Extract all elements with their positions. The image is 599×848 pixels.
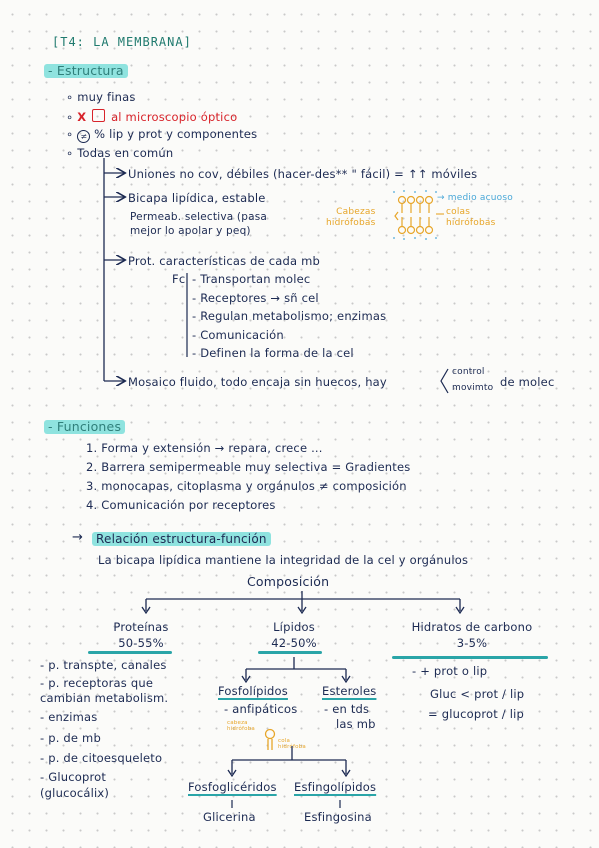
bullet-text: al microscopio óptico <box>111 110 238 124</box>
prot-function-5: - Definen la forma de la cel <box>192 346 354 360</box>
mini-cabeza-label: cabeza hidrófoba <box>227 720 255 732</box>
arrow-item-bicapa: Bicapa lipídica, estable <box>128 191 266 205</box>
hidratos-pct: 3-5% <box>456 636 488 650</box>
bullet-lip-prot: ∘ ≠ % lip y prot y componentes <box>66 127 257 143</box>
prot-function-2: - Receptores → sñ cel <box>192 291 319 305</box>
esfingosina-label: Esfingosina <box>304 810 372 824</box>
fosfolipidos-tree <box>231 746 347 774</box>
mini-cabeza-1: cabeza <box>227 720 248 726</box>
bilayer-label-colas-2: hidrófobas <box>446 218 496 228</box>
arrow-item-prot: Prot. características de cada mb <box>128 254 321 268</box>
bullet-text: muy finas <box>77 90 136 104</box>
fosfogliceridos-label: Fosfoglicéridos <box>188 780 277 794</box>
proteinas-item-4: - enzimas <box>40 710 98 724</box>
lipidos-underline <box>258 651 322 654</box>
proteinas-item-7: - Glucoprot <box>40 770 107 784</box>
bullet-todas-comun: ∘ Todas en común <box>66 146 173 160</box>
proteinas-item-5: - p. de mb <box>40 731 101 745</box>
lipidos-pct: 42-50% <box>271 636 317 650</box>
mosaico-control: control <box>452 367 485 377</box>
microscope-icon <box>92 109 106 122</box>
bilayer-diagram-icon <box>393 190 444 240</box>
phospholipid-mini-icon <box>264 728 276 750</box>
arrow-item-permeab-2: mejor lo apolar y peq) <box>130 225 251 237</box>
proteinas-item-8: (glucocálix) <box>40 786 110 800</box>
page-title: [T4: LA MEMBRANA] <box>52 35 192 49</box>
lipidos-tree <box>245 657 347 680</box>
relacion-arrow: → <box>72 530 84 545</box>
lipidos-name: Lípidos <box>273 620 315 634</box>
mosaico-movimiento: movimto <box>452 383 494 393</box>
bullet-dot: ∘ <box>66 90 74 104</box>
not-equal-circle-icon: ≠ <box>77 130 91 143</box>
proteinas-item-6: - p. de citoesqueleto <box>40 751 163 765</box>
bilayer-label-cabezas-2: hidrófobas <box>326 218 376 228</box>
mosaico-tail: de molec <box>500 375 555 389</box>
funcion-1: 1. Forma y extensión → repara, crece ... <box>86 441 323 455</box>
bullet-dot: ∘ <box>66 127 74 141</box>
prot-function-1: - Transportan molec <box>192 272 311 286</box>
proteinas-item-1: - p. transpte, canales <box>40 658 167 672</box>
proteinas-item-2: - p. receptoras que <box>40 676 154 690</box>
bilayer-label-colas-1: colas <box>446 207 471 217</box>
glicerina-label: Glicerina <box>203 810 256 824</box>
prot-function-4: - Comunicación <box>192 328 284 342</box>
section-heading-estructura: - Estructura <box>44 64 128 78</box>
proteinas-pct: 50-55% <box>118 636 164 650</box>
fosfolipidos-anfipaticos: - anfipáticos <box>224 702 298 716</box>
funcion-3: 3. monocapas, citoplasma y orgánulos ≠ c… <box>86 479 407 493</box>
bullet-dot: ∘ <box>66 110 74 124</box>
funcion-4: 4. Comunicación por receptores <box>86 498 276 512</box>
bullet-microscopio: ∘ X al microscopio óptico <box>66 109 237 124</box>
cross-mark: X <box>77 110 87 124</box>
bilayer-label-medio: → medio acuoso <box>437 193 513 203</box>
hidratos-item-2: Gluc < prot / lip <box>430 687 525 701</box>
mosaico-brace <box>440 368 449 394</box>
hidratos-name: Hidratos de carbono <box>411 620 533 634</box>
mini-cabeza-2: hidrófoba <box>227 726 255 732</box>
hidratos-item-1: - + prot o lip <box>412 664 488 678</box>
arrow-item-mosaico: Mosaico fluido, todo encaja sin huecos, … <box>128 375 387 389</box>
bullet-text: % lip y prot y componentes <box>94 127 258 141</box>
proteinas-item-3: cambian metabolism. <box>40 691 169 705</box>
esteroles-label: Esteroles <box>322 684 377 698</box>
relacion-text: La bicapa lipídica mantiene la integrida… <box>98 553 469 567</box>
composicion-tree <box>145 591 461 611</box>
esteroles-detail-2: las mb <box>336 717 376 731</box>
bullet-muy-finas: ∘ muy finas <box>66 90 136 104</box>
arrow-item-permeab: Permeab. selectiva (pasa <box>130 211 268 223</box>
funcion-2: 2. Barrera semipermeable muy selectiva =… <box>86 460 411 474</box>
esteroles-detail-1: - en tds <box>324 702 370 716</box>
mini-cola-1: cola <box>278 738 291 744</box>
bilayer-label-cabezas: Cabezas hidrófobas <box>326 207 376 229</box>
composicion-title: Composición <box>247 574 330 589</box>
fc-label: Fc <box>172 272 186 286</box>
prot-function-3: - Regulan metabolismo; enzimas <box>192 309 387 323</box>
bullet-text: Todas en común <box>77 146 174 160</box>
hidratos-item-3: = glucoprot / lip <box>428 707 525 721</box>
relacion-heading: Relación estructura-función <box>92 532 271 546</box>
arrow-item-uniones: Uniones no cov, débiles (hacer-des** " f… <box>128 167 478 181</box>
esfingolipidos-label: Esfingolípidos <box>294 780 377 794</box>
bilayer-label-colas: colas hidrófobas <box>446 207 496 229</box>
fosfolipidos-label: Fosfolípidos <box>218 684 288 698</box>
proteinas-name: Proteínas <box>113 620 169 634</box>
proteinas-underline <box>88 651 172 654</box>
bilayer-label-cabezas-1: Cabezas <box>336 207 376 217</box>
hidratos-underline <box>392 656 548 659</box>
bullet-dot: ∘ <box>66 146 74 160</box>
section-heading-funciones: - Funciones <box>44 420 126 434</box>
